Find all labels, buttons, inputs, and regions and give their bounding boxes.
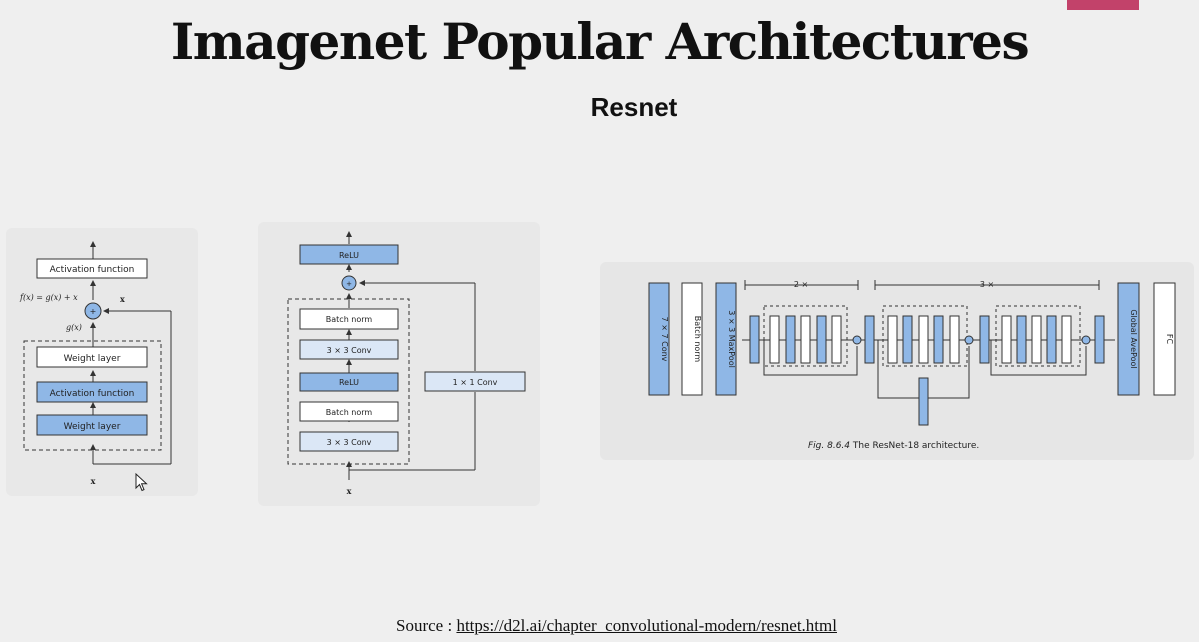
activation-function-mid-label: Activation function (50, 389, 135, 399)
batchnorm-bottom-box (299, 401, 399, 422)
batchnorm-top-box (299, 308, 399, 330)
weight-layer-top-box (36, 346, 148, 368)
gx-label: g(x) (66, 323, 82, 332)
input-x-label: x (91, 476, 96, 486)
batchnorm-top-label: Batch norm (326, 315, 373, 324)
slide-subtitle: Resnet (590, 92, 678, 122)
global-avgpool-label: Global AvePool (1129, 309, 1138, 368)
repeat-3x-label: 3 × (980, 280, 994, 289)
source-citation: Source : https://d2l.ai/chapter_convolut… (0, 616, 1199, 636)
skip-x-label: x (120, 294, 125, 304)
conv3-top-label: 3 × 3 Conv (327, 346, 372, 355)
add-sign: + (90, 307, 97, 316)
activation-function-top-label: Activation function (50, 265, 135, 275)
source-link[interactable]: https://d2l.ai/chapter_convolutional-mod… (456, 616, 837, 635)
relu-top-label: ReLU (339, 251, 359, 260)
global-avgpool-box (1117, 282, 1140, 396)
conv3-top-box (299, 339, 399, 360)
accent-bar (1067, 0, 1139, 10)
weight-layer-bottom-box (36, 414, 148, 436)
add-sign: + (346, 280, 352, 288)
conv-residual-block-panel (258, 222, 540, 506)
add-circle-icon (84, 302, 102, 320)
fc-box (1153, 282, 1176, 396)
relu-mid-label: ReLU (339, 378, 359, 387)
maxpool-box (715, 282, 737, 396)
maxpool-label: 3 × 3 MaxPool (727, 310, 736, 368)
batchnorm-label: Batch norm (693, 316, 702, 363)
residual-block-diagram (23, 241, 172, 465)
conv1x1-label: 1 × 1 Conv (453, 378, 498, 387)
figure-caption: Fig. 8.6.4 The ResNet-18 architecture. (808, 441, 979, 451)
conv7-box (648, 282, 670, 396)
activation-function-mid-box (36, 381, 148, 403)
fc-label: FC (1165, 334, 1174, 345)
conv3-bottom-box (299, 431, 399, 452)
conv3-bottom-label: 3 × 3 Conv (327, 438, 372, 447)
input-x-label: x (347, 486, 352, 496)
weight-layer-top-label: Weight layer (64, 354, 121, 364)
conv7-label: 7 × 7 Conv (660, 317, 669, 362)
conv1x1-box (424, 371, 526, 392)
resnet18-blocks (648, 282, 1176, 426)
caption-text: The ResNet-18 architecture. (850, 441, 979, 451)
mouse-pointer-icon (135, 472, 148, 492)
fx-equation: f(x) = g(x) + x (19, 293, 78, 302)
add-circle-icon (341, 275, 357, 291)
activation-function-top-box (36, 258, 148, 279)
slide-title: Imagenet Popular Architectures (170, 12, 1030, 71)
weight-layer-bottom-label: Weight layer (64, 422, 121, 432)
batchnorm-bottom-label: Batch norm (326, 408, 373, 417)
source-prefix: Source : (396, 616, 457, 635)
relu-mid-box (299, 372, 399, 392)
repeat-2x-label: 2 × (794, 280, 808, 289)
relu-top-box (299, 244, 399, 265)
caption-fig-number: Fig. 8.6.4 (808, 441, 850, 451)
batchnorm-box (681, 282, 703, 396)
